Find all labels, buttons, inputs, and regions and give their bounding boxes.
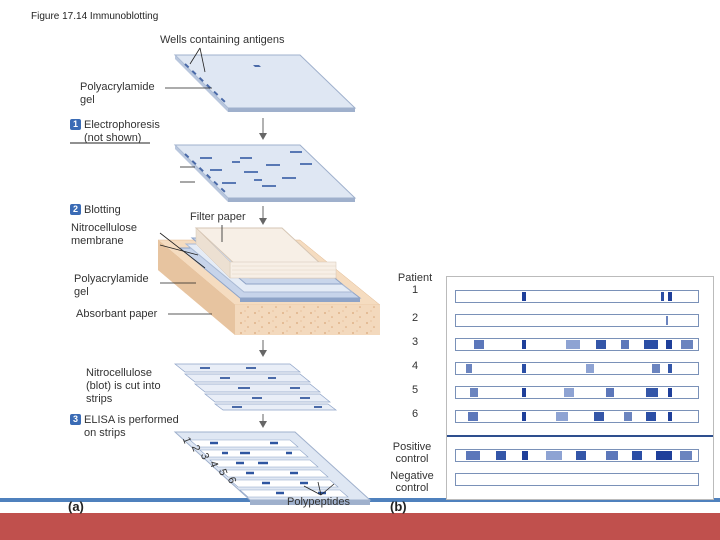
row-label-positive-control: Positive control <box>392 441 432 465</box>
elisa-tray <box>173 431 372 505</box>
absorbant-paper-label: Absorbant paper <box>76 308 158 320</box>
strip-patient-5 <box>455 386 699 399</box>
step1-badge: 1 <box>70 119 81 130</box>
polyacrylamide-gel-top <box>173 54 357 112</box>
step2-badge: 2 <box>70 204 81 215</box>
step2-label: Blotting <box>84 204 121 216</box>
strip-patient-1 <box>455 290 699 303</box>
blotting-stack <box>157 227 381 335</box>
filter-paper-label: Filter paper <box>190 211 246 223</box>
row-label-4: 4 <box>411 360 419 372</box>
row-label-6: 6 <box>411 408 419 420</box>
wells-label: Wells containing antigens <box>160 34 285 46</box>
electrophoresed-gel <box>173 144 357 202</box>
strip-patient-6 <box>455 410 699 423</box>
strip-patient-4 <box>455 362 699 375</box>
panel-b-letter: (b) <box>390 499 407 514</box>
row-label-negative-control: Negative control <box>390 470 434 494</box>
step3-badge: 3 <box>70 414 81 425</box>
control-divider <box>447 435 713 437</box>
gel-label: Polyacrylamide gel <box>80 81 155 106</box>
polypeptides-label: Polypeptides <box>287 496 350 508</box>
gel2-label: Polyacrylamide gel <box>74 273 149 298</box>
cut-strips-label: Nitrocellulose (blot) is cut into strips <box>86 367 161 405</box>
step3-label: ELISA is performed on strips <box>84 414 179 439</box>
panel-b-strips <box>446 276 714 500</box>
figure-title: Figure 17.14 Immunoblotting <box>31 11 159 22</box>
strip-patient-3 <box>455 338 699 351</box>
footer-band <box>0 513 720 540</box>
cut-strips <box>174 363 338 411</box>
row-label-5: 5 <box>411 384 419 396</box>
row-label-2: 2 <box>411 312 419 324</box>
step1-label: Electrophoresis (not shown) <box>84 119 160 144</box>
panel-a-letter: (a) <box>68 499 84 514</box>
row-label-patient-1: Patient 1 <box>397 272 433 296</box>
strip-patient-2 <box>455 314 699 327</box>
strip-negative-control <box>455 473 699 486</box>
strip-positive-control <box>455 449 699 462</box>
row-label-3: 3 <box>411 336 419 348</box>
nitrocellulose-label: Nitrocellulose membrane <box>71 222 138 247</box>
